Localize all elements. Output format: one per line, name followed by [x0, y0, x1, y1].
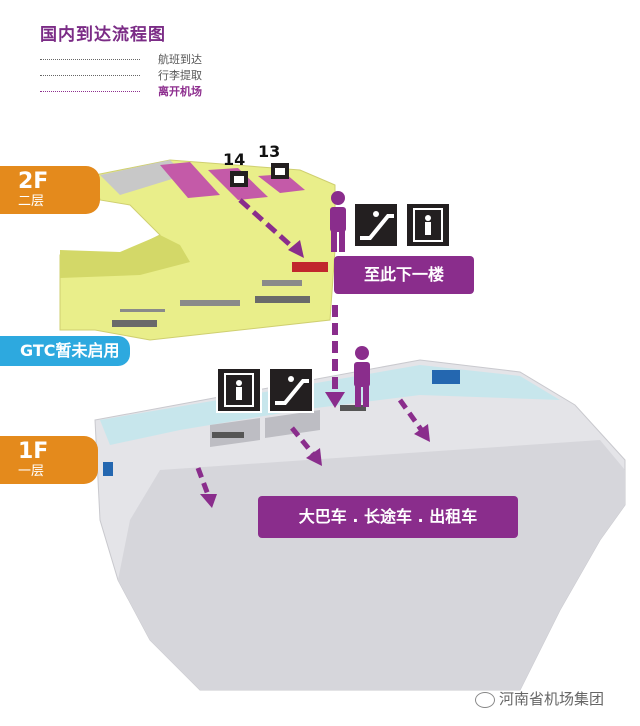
floor-1-blue-marker	[103, 462, 113, 476]
elevator-icon	[405, 202, 451, 248]
person-icon	[354, 346, 370, 407]
legend-item-arrival: 航班到达	[40, 51, 202, 66]
gtc-status-label: GTC暂未启用	[0, 336, 130, 366]
wechat-icon	[475, 691, 495, 708]
arrow-to-exit-2f	[288, 240, 304, 258]
arrow-down-to-1f	[325, 392, 345, 408]
person-icon	[330, 191, 346, 252]
escalator-icon	[268, 367, 314, 413]
gate-number-13: 13	[258, 142, 281, 161]
floor-1-blue-marker-right	[432, 370, 460, 384]
floor-label-1f: 1F 一层	[0, 436, 98, 484]
baggage-icon	[271, 163, 289, 179]
escalator-icon	[353, 202, 399, 248]
floor-2-slab	[59, 159, 336, 341]
footer-brand: 河南省机场集团	[475, 688, 604, 709]
arrow-1f-left	[200, 494, 217, 508]
gate-number-14: 14	[223, 150, 246, 169]
legend-item-exit: 离开机场	[40, 83, 202, 98]
baggage-carousel-3	[258, 174, 305, 193]
page-title: 国内到达流程图	[40, 25, 166, 45]
elevator-icon	[216, 367, 262, 413]
baggage-carousel-1	[160, 162, 220, 198]
arrow-1f-center	[306, 448, 322, 466]
go-downstairs-label: 至此下一楼	[334, 256, 474, 294]
floor-1-road	[118, 440, 625, 690]
transport-label: 大巴车 . 长途车 . 出租车	[258, 496, 518, 538]
arrow-1f-right	[414, 424, 430, 442]
legend-item-baggage: 行李提取	[40, 67, 202, 82]
floor-label-2f: 2F 二层	[0, 166, 100, 214]
floor-1-terminal-strip	[100, 365, 560, 445]
baggage-icon	[230, 171, 248, 187]
